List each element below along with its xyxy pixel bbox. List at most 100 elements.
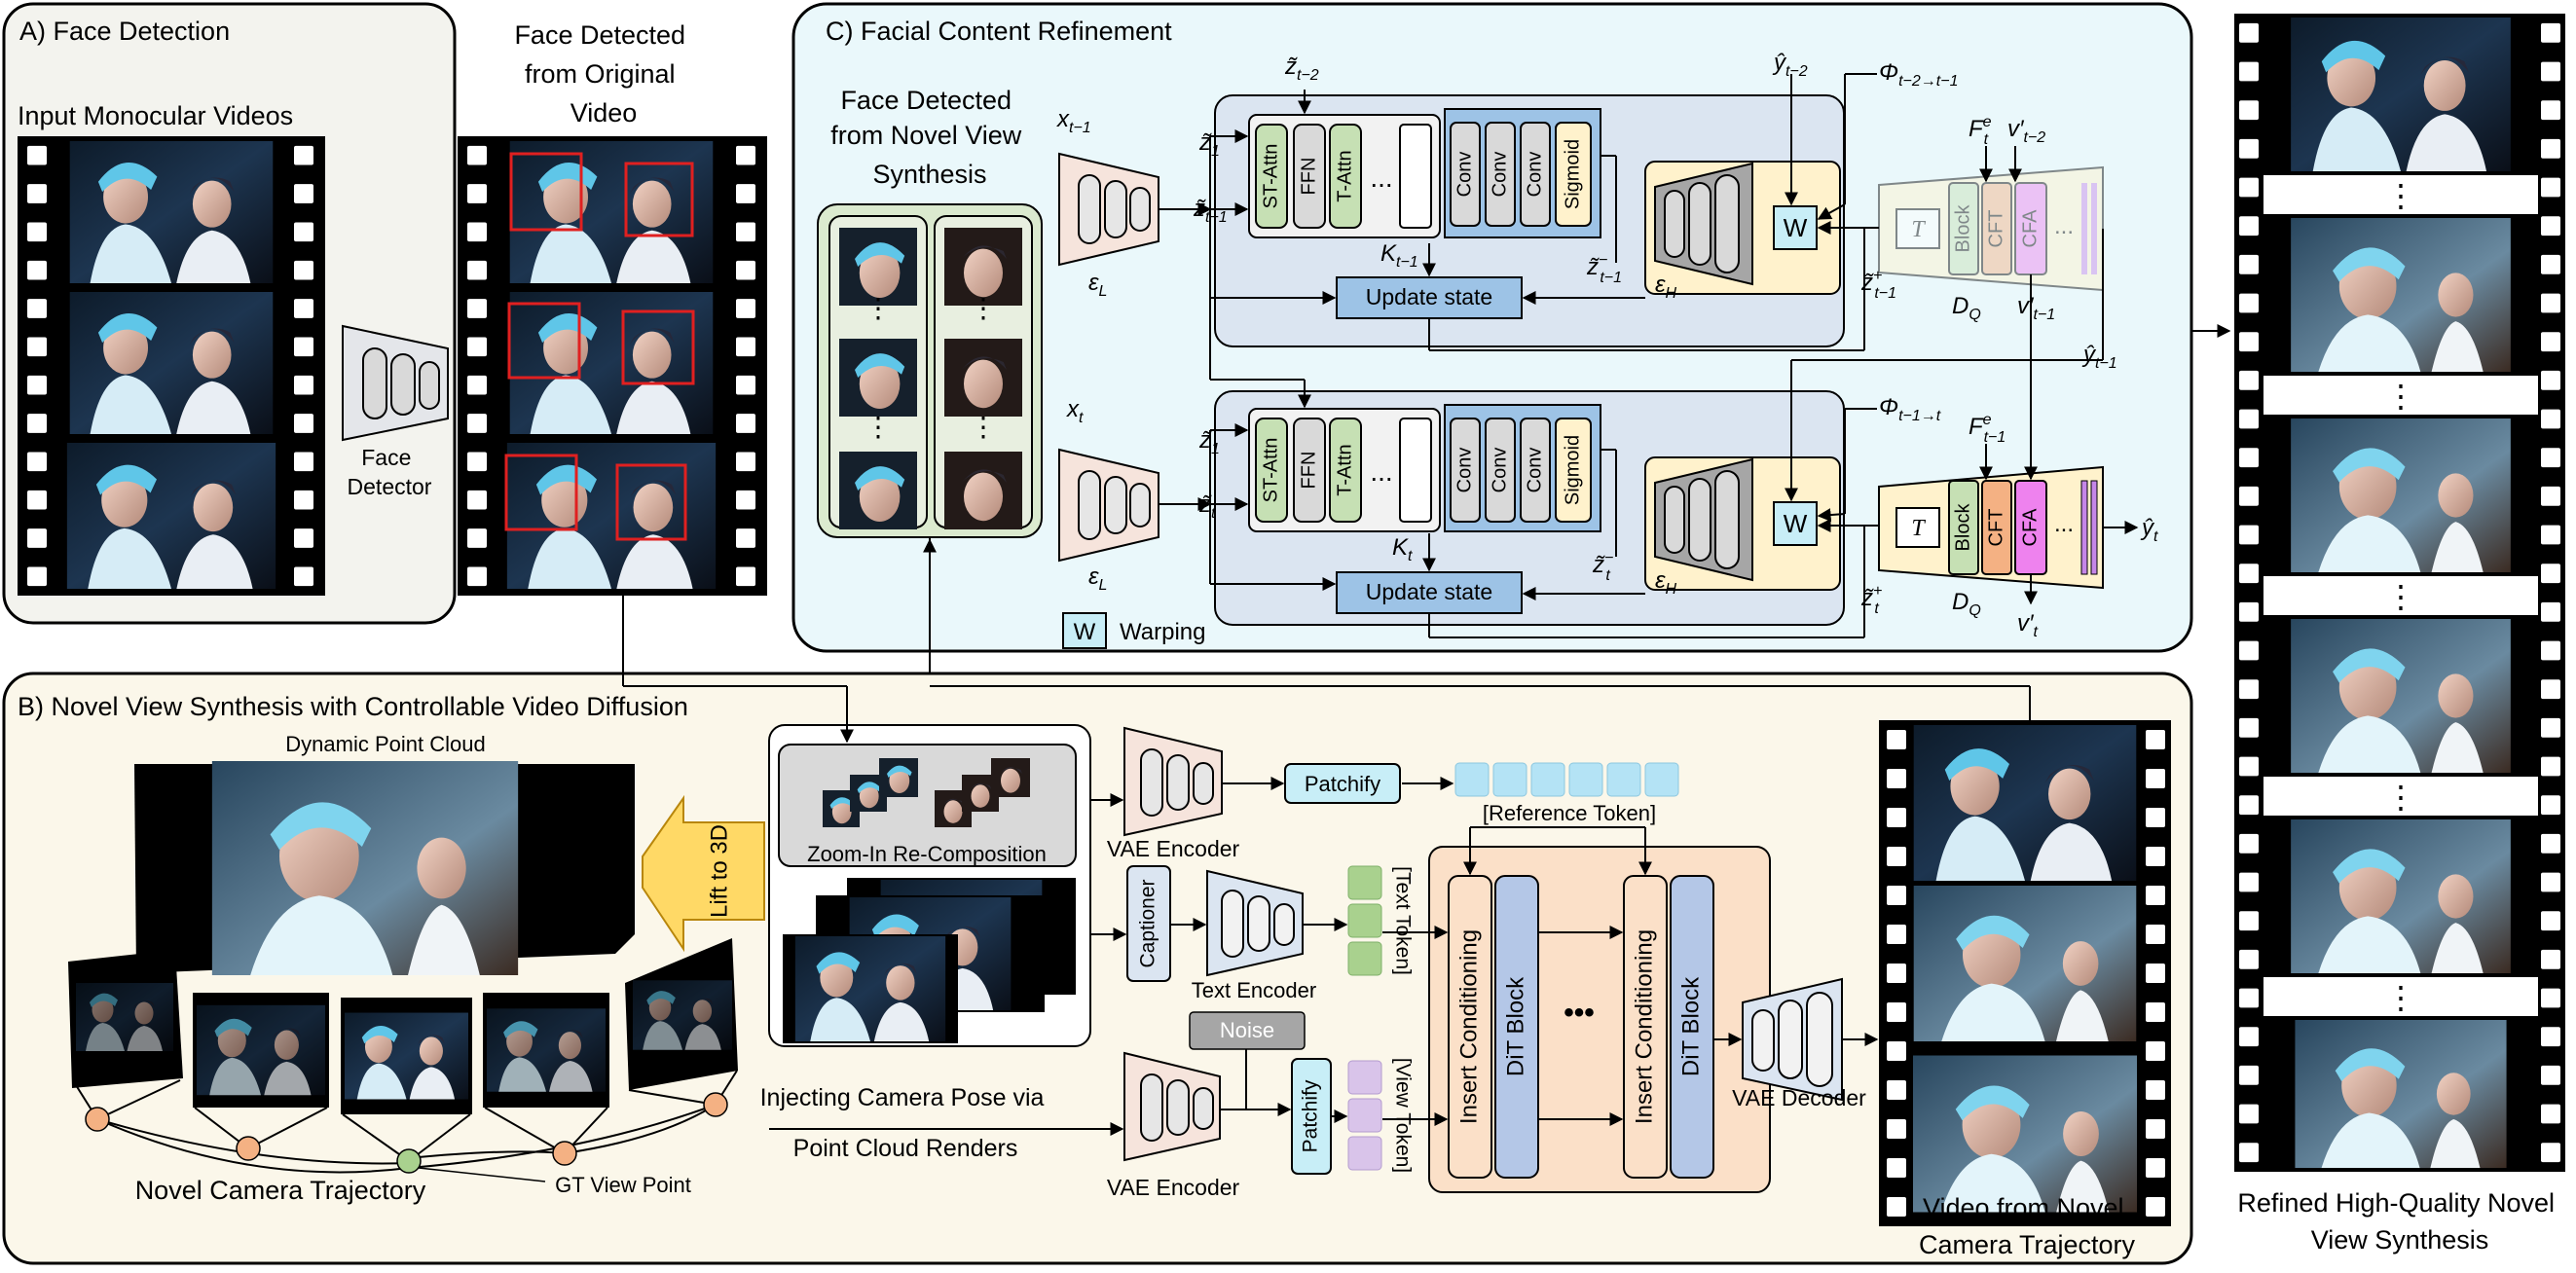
captioner-label: Captioner [1137, 879, 1159, 967]
conv-stack-top: Conv Conv Conv Sigmoid [1444, 108, 1601, 238]
sprocket-hole [2541, 138, 2560, 159]
camera-points [85, 1092, 728, 1174]
sprocket-hole [2239, 254, 2259, 274]
svg-text:FFN: FFN [1298, 158, 1319, 196]
svg-text:Conv: Conv [1524, 152, 1545, 198]
sprocket-hole [2239, 61, 2259, 82]
sym-y-t2: ŷt−2 [1772, 50, 1808, 80]
face-boxes [504, 152, 695, 541]
sprocket-hole [467, 566, 487, 587]
sprocket-hole [467, 222, 487, 242]
sprocket-hole [2146, 1041, 2165, 1061]
sprocket-hole [736, 337, 755, 357]
sprocket-hole [2239, 949, 2259, 969]
inject-label: Injecting Camera Pose via Point Cloud Re… [760, 1084, 1051, 1162]
refined-strip-holes [2239, 22, 2560, 1163]
sprocket-hole [294, 260, 313, 280]
sprocket-hole [294, 452, 313, 472]
svg-text:W: W [1784, 213, 1808, 242]
sprocket-hole [467, 299, 487, 318]
sym-k-prev: Kt−1 [1380, 240, 1418, 271]
sprocket-hole [27, 452, 47, 472]
vae-decoder-label: VAE Decoder [1732, 1085, 1866, 1110]
sprocket-hole [736, 145, 755, 165]
sprocket-hole [27, 184, 47, 203]
svg-text:⋮: ⋮ [970, 293, 997, 323]
svg-text:T-Attn: T-Attn [1334, 150, 1355, 201]
text-tokens [1347, 865, 1382, 976]
sprocket-hole [2541, 254, 2560, 274]
sprocket-hole [2239, 22, 2259, 43]
output-strip-holes [1887, 730, 2165, 1217]
sprocket-hole [2146, 1080, 2165, 1100]
sprocket-hole [27, 145, 47, 165]
sprocket-hole [2239, 100, 2259, 121]
sym-z-t2: z̃t−2 [1284, 54, 1319, 84]
sprocket-hole [1887, 1197, 1906, 1217]
sprocket-hole [1887, 1041, 1906, 1061]
sprocket-hole [467, 337, 487, 357]
sprocket-hole [2239, 601, 2259, 622]
sprocket-hole [2239, 1143, 2259, 1163]
sym-eps-h-bottom: εH [1655, 567, 1677, 598]
sprocket-hole [2239, 1065, 2259, 1085]
sprocket-hole [2541, 332, 2560, 352]
sprocket-hole [467, 260, 487, 280]
sprocket-hole [27, 299, 47, 318]
eps-h-bottom: W [1644, 456, 1841, 591]
output-film-strip [1879, 720, 2171, 1226]
sprocket-hole [2541, 370, 2560, 390]
svg-text:T-Attn: T-Attn [1334, 444, 1355, 495]
reference-token-label: [Reference Token] [1483, 801, 1656, 825]
sym-z1-top: z̃1 [1198, 129, 1220, 160]
sym-eps-l-bottom: εL [1088, 564, 1107, 594]
sprocket-hole [1887, 1158, 1906, 1178]
sprocket-hole [2541, 911, 2560, 931]
view-tokens [1347, 1060, 1382, 1171]
sprocket-hole [2541, 640, 2560, 661]
sprocket-hole [2239, 911, 2259, 931]
sprocket-hole [2146, 769, 2165, 788]
sprocket-hole [294, 375, 313, 395]
sprocket-hole [1887, 769, 1906, 788]
input-strip-holes [27, 145, 313, 587]
svg-text:Zoom-In Re-Composition: Zoom-In Re-Composition [807, 842, 1047, 866]
point-cloud-label: Dynamic Point Cloud [285, 732, 485, 756]
transformer-stack-bottom: ST-Attn FFN T-Attn ... [1248, 408, 1441, 532]
detected-original-label: Face Detected from Original Video [514, 20, 692, 127]
svg-text:T: T [1911, 516, 1926, 541]
sprocket-hole [1887, 808, 1906, 827]
sym-phi-2: Φt−1→t [1879, 394, 1941, 424]
sprocket-hole [294, 337, 313, 357]
svg-text:CFT: CFT [1985, 509, 2006, 547]
sprocket-hole [2239, 564, 2259, 584]
vae-decoder [1742, 977, 1843, 1102]
svg-text:...: ... [2054, 511, 2074, 537]
detected-strip-holes [467, 145, 755, 587]
sprocket-hole [467, 452, 487, 472]
svg-text:Sigmoid: Sigmoid [1562, 435, 1583, 505]
sym-y-t: ŷt [2140, 515, 2158, 545]
face-crops: ⋮ ⋮ ⋮ ⋮ [817, 203, 1043, 538]
sprocket-hole [2541, 601, 2560, 622]
svg-text:CFA: CFA [2019, 508, 2041, 547]
sym-k-cur: Kt [1392, 534, 1413, 564]
sprocket-hole [736, 260, 755, 280]
sprocket-hole [294, 145, 313, 165]
sprocket-hole [27, 528, 47, 548]
sprocket-hole [2541, 525, 2560, 545]
svg-text:⋮: ⋮ [970, 412, 997, 442]
sprocket-hole [2239, 177, 2259, 198]
sprocket-hole [294, 184, 313, 203]
svg-text:⋮: ⋮ [2385, 780, 2416, 815]
sprocket-hole [2146, 886, 2165, 905]
sym-dq-top: DQ [1952, 293, 1981, 323]
sprocket-hole [2239, 833, 2259, 854]
sym-v-t2: v′t−2 [2007, 116, 2045, 146]
face-detector [342, 324, 449, 442]
sprocket-hole [2146, 1119, 2165, 1139]
output-video-label: Video from Novel Camera Trajectory [1919, 1193, 2136, 1259]
sprocket-hole [1887, 886, 1906, 905]
panel-b: B) Novel View Synthesis with Controllabl… [2, 538, 2193, 1265]
